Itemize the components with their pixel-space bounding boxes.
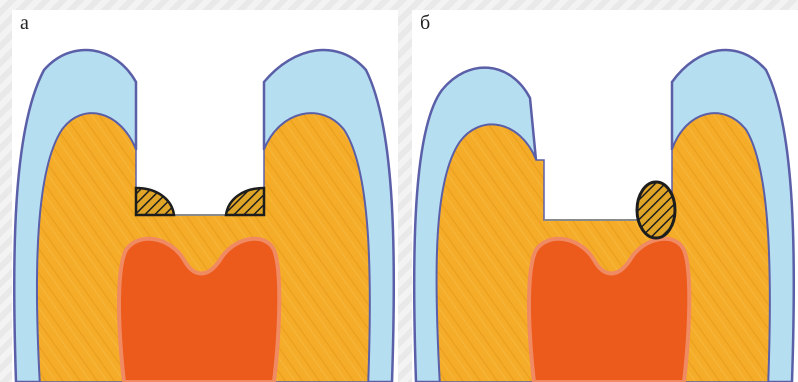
tooth-diagram-a — [12, 10, 398, 382]
overhang-right-icon — [226, 188, 264, 215]
overhang-left-icon — [136, 188, 174, 215]
overhang-round-icon — [637, 182, 675, 238]
tooth-diagram-b — [412, 10, 798, 382]
panel-a: а — [12, 10, 398, 382]
panel-a-label: а — [20, 12, 29, 35]
panel-b: б — [412, 10, 798, 382]
panel-b-label: б — [420, 12, 430, 35]
